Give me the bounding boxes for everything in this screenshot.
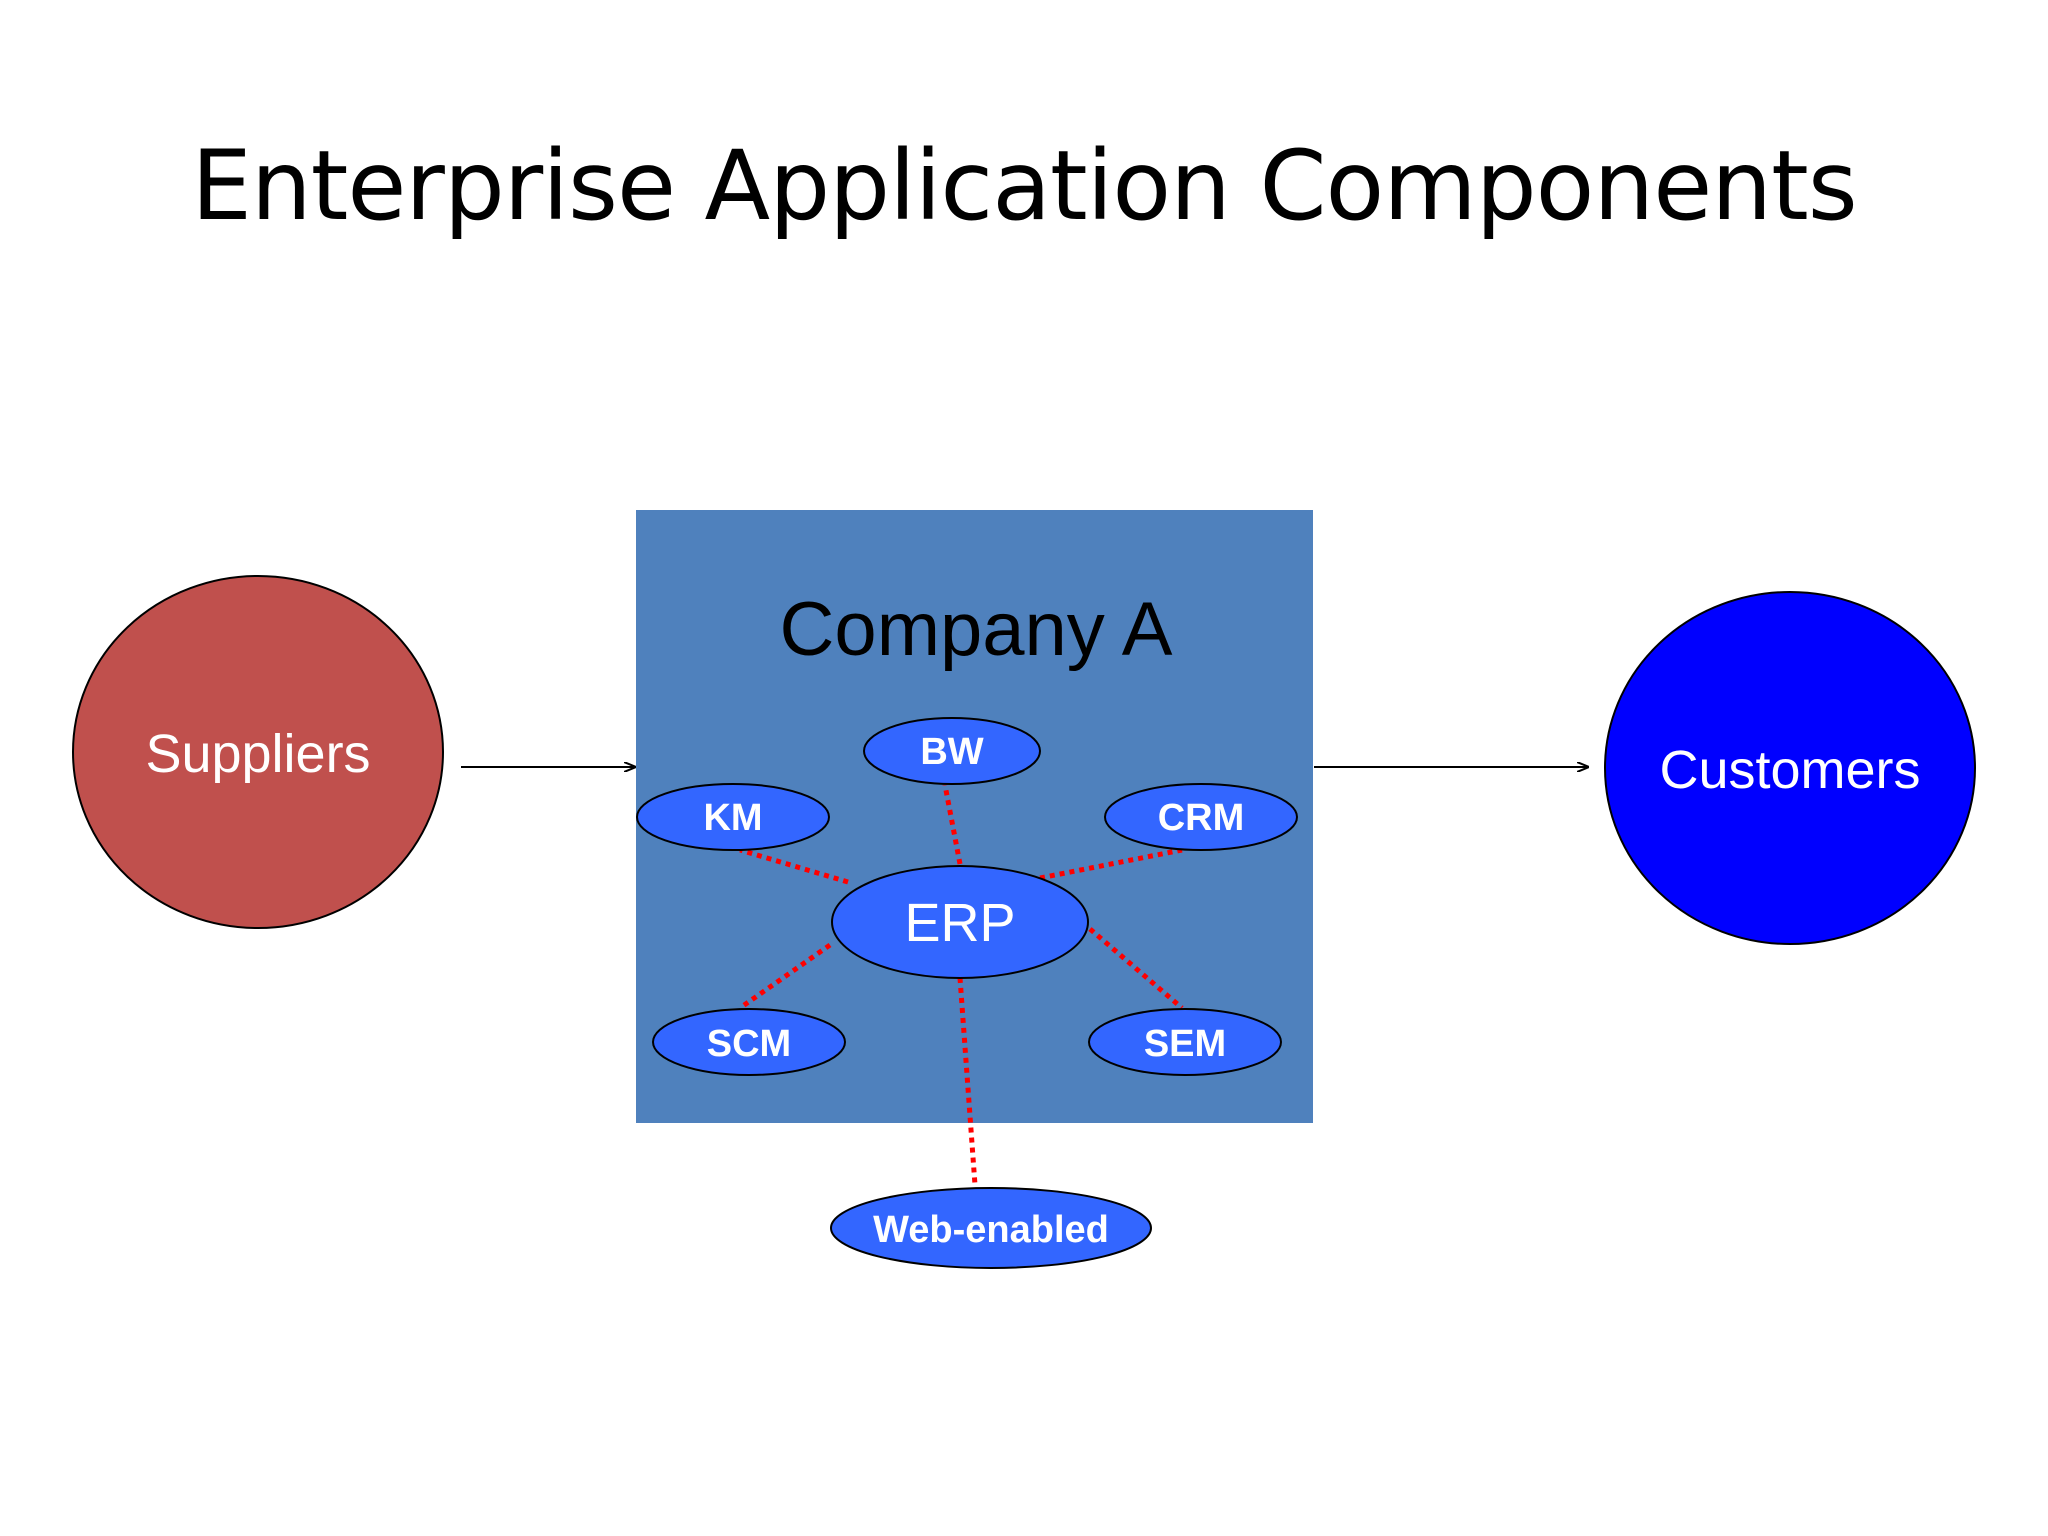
connector-erp-km (739, 847, 849, 885)
module-sem-label: SEM (1144, 1023, 1226, 1065)
erp-node: ERP (831, 865, 1089, 979)
company-label: Company A (780, 587, 1173, 672)
module-km: KM (636, 783, 830, 851)
module-scm-label: SCM (707, 1023, 791, 1065)
module-crm: CRM (1104, 783, 1298, 851)
module-scm: SCM (652, 1008, 846, 1076)
module-bw: BW (863, 717, 1041, 785)
suppliers-label: Suppliers (145, 724, 370, 784)
module-km-label: KM (703, 797, 762, 839)
module-sem: SEM (1088, 1008, 1282, 1076)
erp-connectors (738, 784, 1184, 1186)
erp-label: ERP (904, 893, 1015, 953)
slide-title: Enterprise Application Components (191, 130, 1858, 242)
module-crm-label: CRM (1158, 797, 1245, 839)
customers-node: Customers (1604, 591, 1976, 945)
connector-erp-sem (1088, 927, 1184, 1010)
connector-erp-scm (738, 942, 832, 1011)
suppliers-node: Suppliers (72, 575, 444, 929)
module-bw-label: BW (920, 731, 983, 773)
connector-erp-bw (942, 784, 963, 865)
connector-erp-web (957, 977, 978, 1186)
connector-erp-crm (1039, 847, 1183, 881)
module-web-enabled-label: Web-enabled (873, 1209, 1109, 1251)
module-web-enabled: Web-enabled (830, 1187, 1152, 1269)
customers-label: Customers (1659, 740, 1920, 800)
